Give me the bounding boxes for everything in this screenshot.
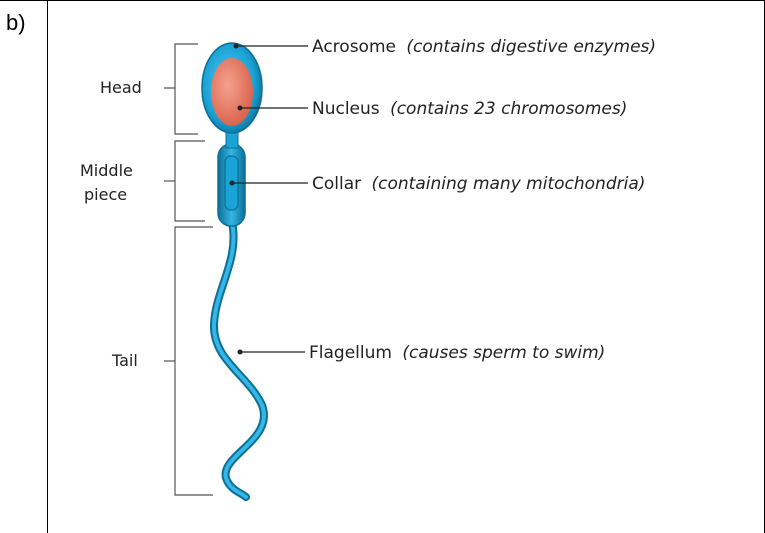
nucleus-shape [211,58,253,126]
tail-section-label: Tail [111,351,138,370]
collar-label: Collar (containing many mitochondria) [312,174,645,194]
collar-dot [230,181,235,186]
nucleus-label: Nucleus (contains 23 chromosomes) [312,99,627,119]
middle-section-label-line2: piece [84,185,127,204]
acrosome-dot [234,44,239,49]
flagellum-note: (causes sperm to swim) [402,343,605,363]
collar-name: Collar [312,174,361,194]
flagellum-label: Flagellum (causes sperm to swim) [309,343,605,363]
tail-bracket [164,227,213,495]
middle-section-label-line1: Middle [80,161,133,180]
middle-bracket [164,141,205,221]
flagellum-name: Flagellum [309,343,392,363]
acrosome-note: (contains digestive enzymes) [406,37,656,57]
nucleus-dot [238,106,243,111]
flagellum-dot [238,350,243,355]
nucleus-name: Nucleus [312,99,380,119]
collar-note: (containing many mitochondria) [372,174,646,194]
head-section-label: Head [100,78,142,97]
head-bracket [164,44,198,134]
acrosome-name: Acrosome [312,37,396,57]
acrosome-label: Acrosome (contains digestive enzymes) [312,37,656,57]
nucleus-note: (contains 23 chromosomes) [390,99,627,119]
